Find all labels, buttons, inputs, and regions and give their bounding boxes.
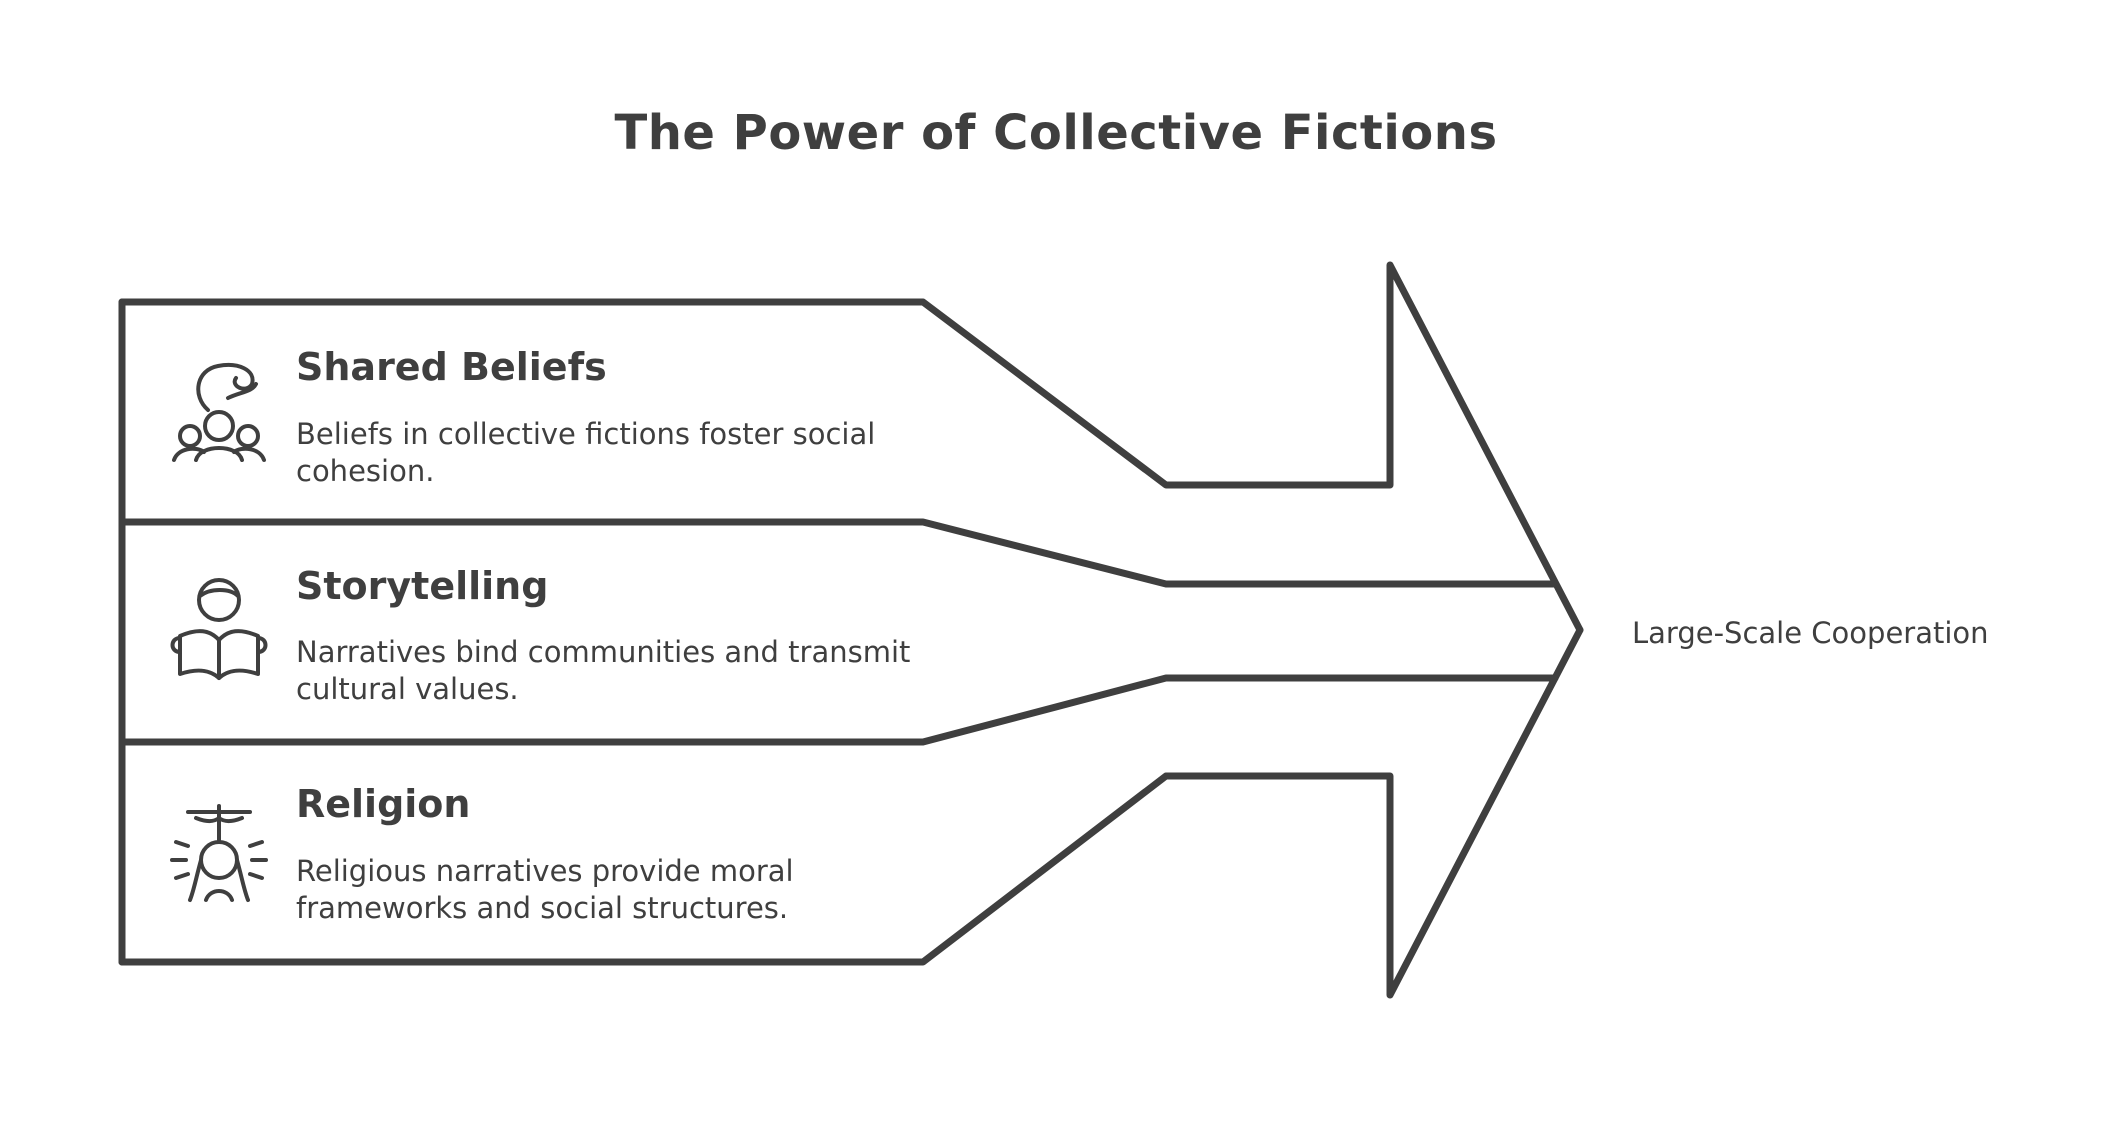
item-title-storytelling: Storytelling: [296, 564, 549, 608]
item-description-storytelling: Narratives bind communities and transmit…: [296, 635, 911, 706]
group-thought-icon: [172, 363, 266, 462]
outcome-label: Large-Scale Cooperation: [1632, 616, 1989, 650]
band-shared-beliefs: [118, 261, 1584, 634]
item-description-religion: Religious narratives provide moral frame…: [296, 854, 794, 925]
item-description-shared-beliefs: Beliefs in collective fictions foster so…: [296, 417, 876, 488]
item-title-shared-beliefs: Shared Beliefs: [296, 345, 607, 389]
band-religion: [118, 626, 1584, 999]
religious-figure-icon: [170, 804, 268, 902]
page-title: The Power of Collective Fictions: [614, 105, 1498, 161]
person-reading-book-icon: [170, 578, 268, 680]
band-storytelling: [118, 518, 1559, 746]
item-title-religion: Religion: [296, 782, 471, 826]
